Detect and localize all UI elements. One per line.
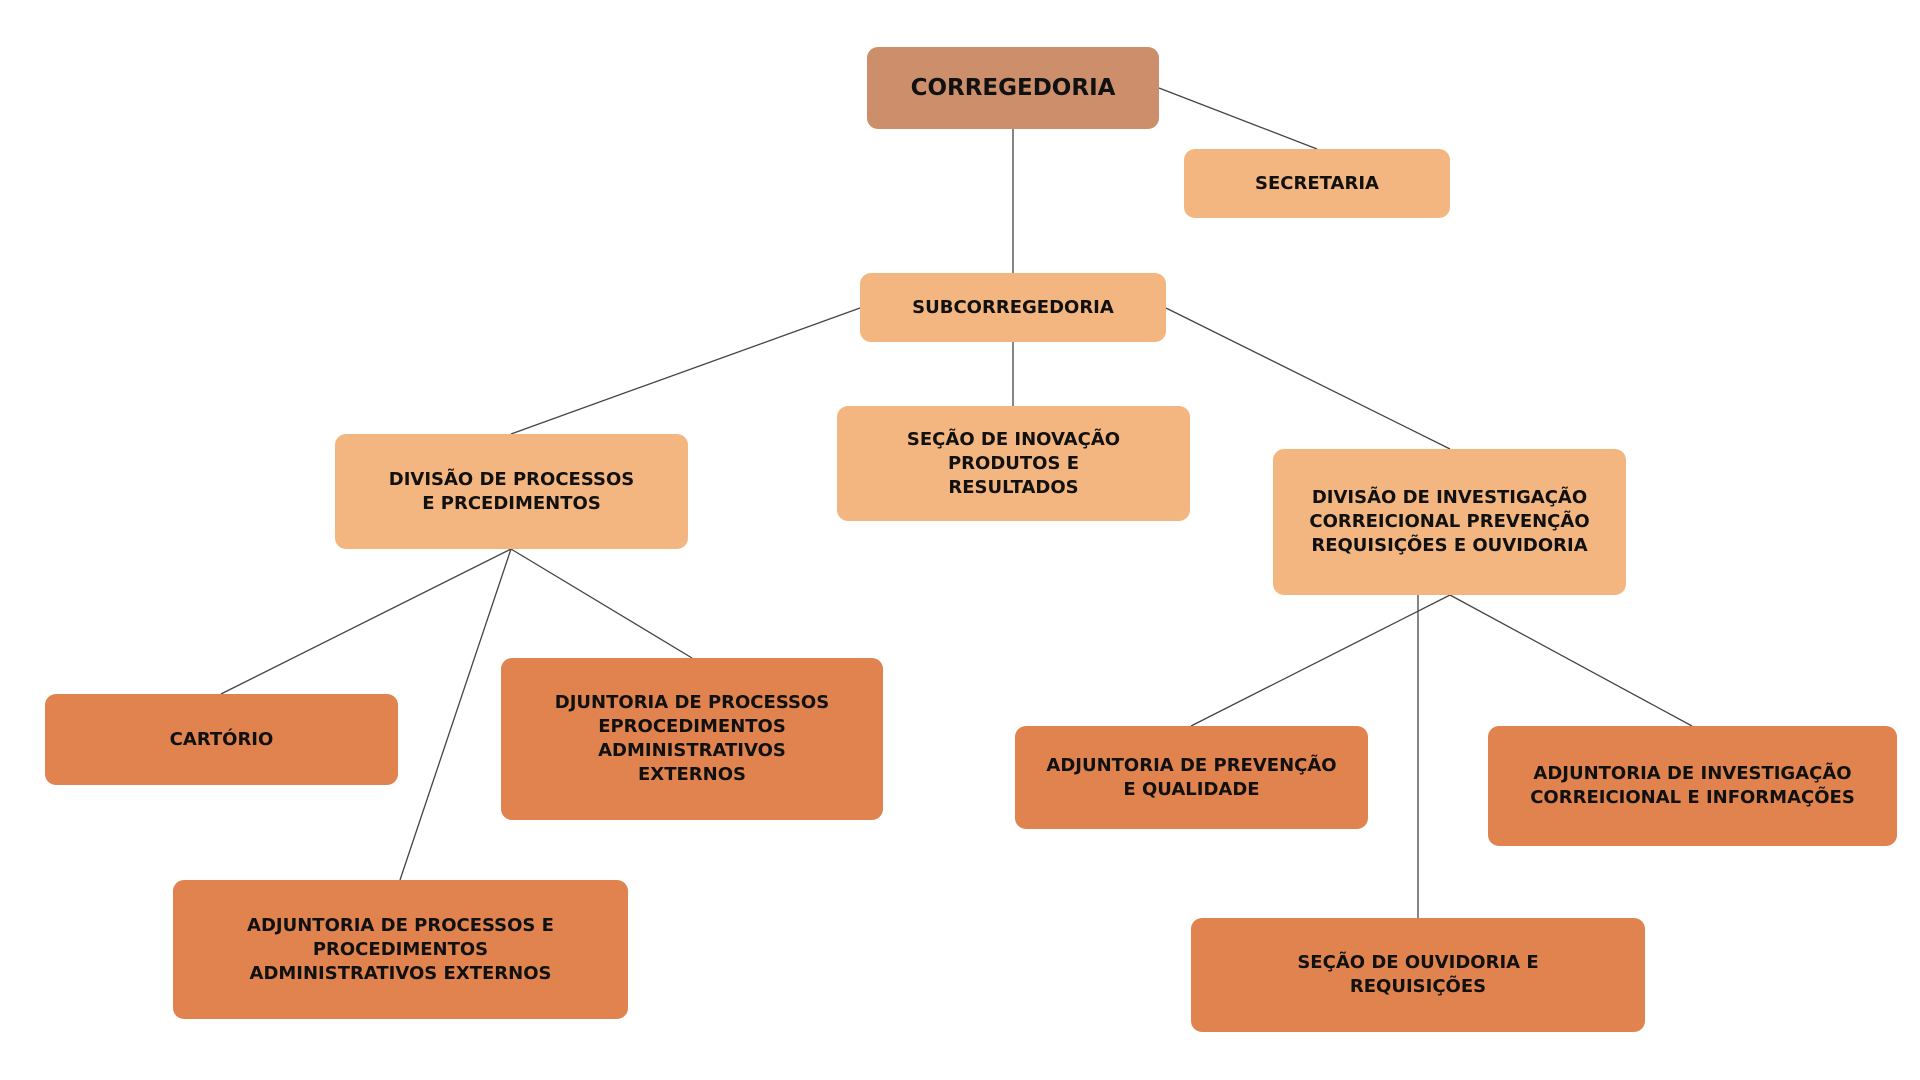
node-adjuntoria-investigacao-label: ADJUNTORIA DE INVESTIGAÇÃO CORREICIONAL …	[1530, 763, 1855, 808]
node-divisao-investigacao-label: DIVISÃO DE INVESTIGAÇÃO CORREICIONAL PRE…	[1309, 487, 1590, 556]
node-adjuntoria-prevencao: ADJUNTORIA DE PREVENÇÃO E QUALIDADE	[1015, 726, 1368, 829]
link-divisao-investigacao-adjuntoria-investigacao	[1449, 594, 1693, 727]
node-divisao-investigacao: DIVISÃO DE INVESTIGAÇÃO CORREICIONAL PRE…	[1273, 449, 1626, 595]
node-adjuntoria-processos-label: ADJUNTORIA DE PROCESSOS E PROCEDIMENTOS …	[247, 914, 554, 984]
node-secao-inovacao: SEÇÃO DE INOVAÇÃO PRODUTOS E RESULTADOS	[837, 406, 1190, 521]
link-divisao-processos-adjuntoria-processos	[399, 548, 512, 881]
node-secao-ouvidoria: SEÇÃO DE OUVIDORIA E REQUISIÇÕES	[1191, 918, 1645, 1032]
node-secretaria: SECRETARIA	[1184, 149, 1450, 218]
node-adjuntoria-processos-externos-label: DJUNTORIA DE PROCESSOS EPROCEDIMENTOS AD…	[554, 692, 830, 785]
node-adjuntoria-investigacao: ADJUNTORIA DE INVESTIGAÇÃO CORREICIONAL …	[1488, 726, 1897, 846]
node-cartorio-label: CARTÓRIO	[169, 728, 274, 750]
node-adjuntoria-processos-externos: DJUNTORIA DE PROCESSOS EPROCEDIMENTOS AD…	[501, 658, 883, 820]
node-secao-ouvidoria-label: SEÇÃO DE OUVIDORIA E REQUISIÇÕES	[1297, 952, 1539, 997]
link-corregedoria-secretaria	[1158, 87, 1318, 150]
node-corregedoria: CORREGEDORIA	[867, 47, 1159, 129]
link-divisao-processos-cartorio	[220, 548, 512, 695]
node-divisao-processos-label: DIVISÃO DE PROCESSOS E PRCEDIMENTOS	[388, 468, 635, 514]
node-corregedoria-label: CORREGEDORIA	[910, 75, 1116, 101]
node-secretaria-label: SECRETARIA	[1255, 172, 1379, 194]
link-divisao-investigacao-adjuntoria-prevencao	[1190, 594, 1451, 727]
node-secao-inovacao-label: SEÇÃO DE INOVAÇÃO PRODUTOS E RESULTADOS	[906, 428, 1121, 498]
link-subcorregedoria-divisao-investigacao	[1165, 307, 1451, 450]
node-subcorregedoria: SUBCORREGEDORIA	[860, 273, 1166, 342]
node-cartorio: CARTÓRIO	[45, 694, 398, 785]
node-divisao-processos: DIVISÃO DE PROCESSOS E PRCEDIMENTOS	[335, 434, 688, 549]
node-adjuntoria-processos: ADJUNTORIA DE PROCESSOS E PROCEDIMENTOS …	[173, 880, 628, 1019]
link-subcorregedoria-divisao-processos	[510, 307, 861, 435]
link-divisao-processos-adjuntoria-processos-ext	[510, 548, 693, 659]
node-subcorregedoria-label: SUBCORREGEDORIA	[912, 296, 1114, 318]
node-adjuntoria-prevencao-label: ADJUNTORIA DE PREVENÇÃO E QUALIDADE	[1046, 754, 1337, 800]
